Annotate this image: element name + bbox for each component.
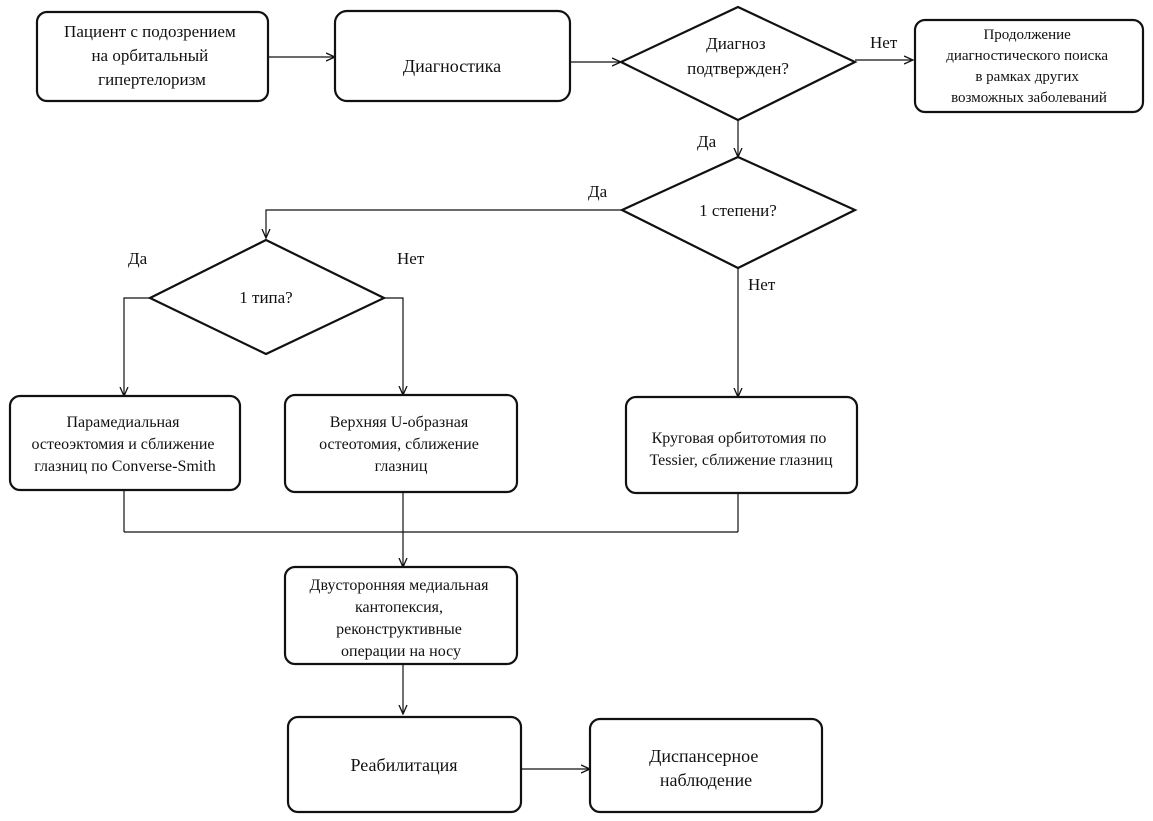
degree1-diamond xyxy=(619,155,858,270)
paramedial-text: Парамедиальная остеоэктомия и сближение … xyxy=(31,414,218,475)
edge-type-no xyxy=(384,297,403,395)
rehab-text: Реабилитация xyxy=(351,755,458,775)
type1-diamond xyxy=(147,238,387,356)
node-dispensary: Диспансерное наблюдение xyxy=(588,717,824,814)
connectors xyxy=(124,57,913,769)
node-diagnostics: Диагностика xyxy=(333,9,572,103)
label-no-type: Нет xyxy=(397,249,425,268)
label-yes-type: Да xyxy=(128,249,148,268)
canthopexy-box xyxy=(283,565,519,666)
diag-confirmed-text: Диагноз подтвержден? xyxy=(687,34,789,78)
diagnostics-box xyxy=(333,9,572,103)
node-type1: 1 типа? xyxy=(147,238,387,356)
node-degree1: 1 степени? xyxy=(619,155,858,270)
label-yes-confirm: Да xyxy=(697,132,717,151)
label-no-degree: Нет xyxy=(748,275,776,294)
paramedial-box xyxy=(8,394,242,492)
patient-text: Пациент с подозрением на орбитальный гип… xyxy=(64,22,240,89)
type1-text: 1 типа? xyxy=(239,288,292,307)
continue-search-text: Продолжение диагностического поиска в ра… xyxy=(946,27,1112,106)
diagnostics-text: Диагностика xyxy=(403,56,501,76)
dispensary-text: Диспансерное наблюдение xyxy=(649,746,763,790)
continue-search-box xyxy=(913,18,1145,114)
dispensary-box xyxy=(588,717,824,814)
upper-u-text: Верхняя U-образная остеотомия, сближение… xyxy=(319,414,483,475)
node-rehab: Реабилитация xyxy=(286,715,523,814)
node-patient: Пациент с подозрением на орбитальный гип… xyxy=(35,10,270,103)
node-diag-confirmed: Диагноз подтвержден? xyxy=(618,5,858,122)
upper-u-box xyxy=(283,393,519,494)
edge-type-yes xyxy=(124,297,150,396)
rehab-box xyxy=(286,715,523,814)
node-paramedial: Парамедиальная остеоэктомия и сближение … xyxy=(8,394,242,492)
diag-confirmed-diamond xyxy=(618,5,858,122)
edge-degree-yes xyxy=(266,209,622,238)
circular-text: Круговая орбитотомия по Tessier, сближен… xyxy=(649,430,832,469)
node-continue-search: Продолжение диагностического поиска в ра… xyxy=(913,18,1145,114)
node-circular: Круговая орбитотомия по Tessier, сближен… xyxy=(624,395,859,495)
patient-box xyxy=(35,10,270,103)
node-canthopexy: Двусторонняя медиальная кантопексия, рек… xyxy=(283,565,519,666)
canthopexy-text: Двусторонняя медиальная кантопексия, рек… xyxy=(310,577,493,660)
label-no-confirm: Нет xyxy=(870,33,898,52)
label-yes-degree: Да xyxy=(588,182,608,201)
degree1-text: 1 степени? xyxy=(699,201,777,220)
edge-labels: Нет Да Да Нет Да Нет xyxy=(128,33,898,294)
circular-box xyxy=(624,395,859,495)
node-upper-u: Верхняя U-образная остеотомия, сближение… xyxy=(283,393,519,494)
